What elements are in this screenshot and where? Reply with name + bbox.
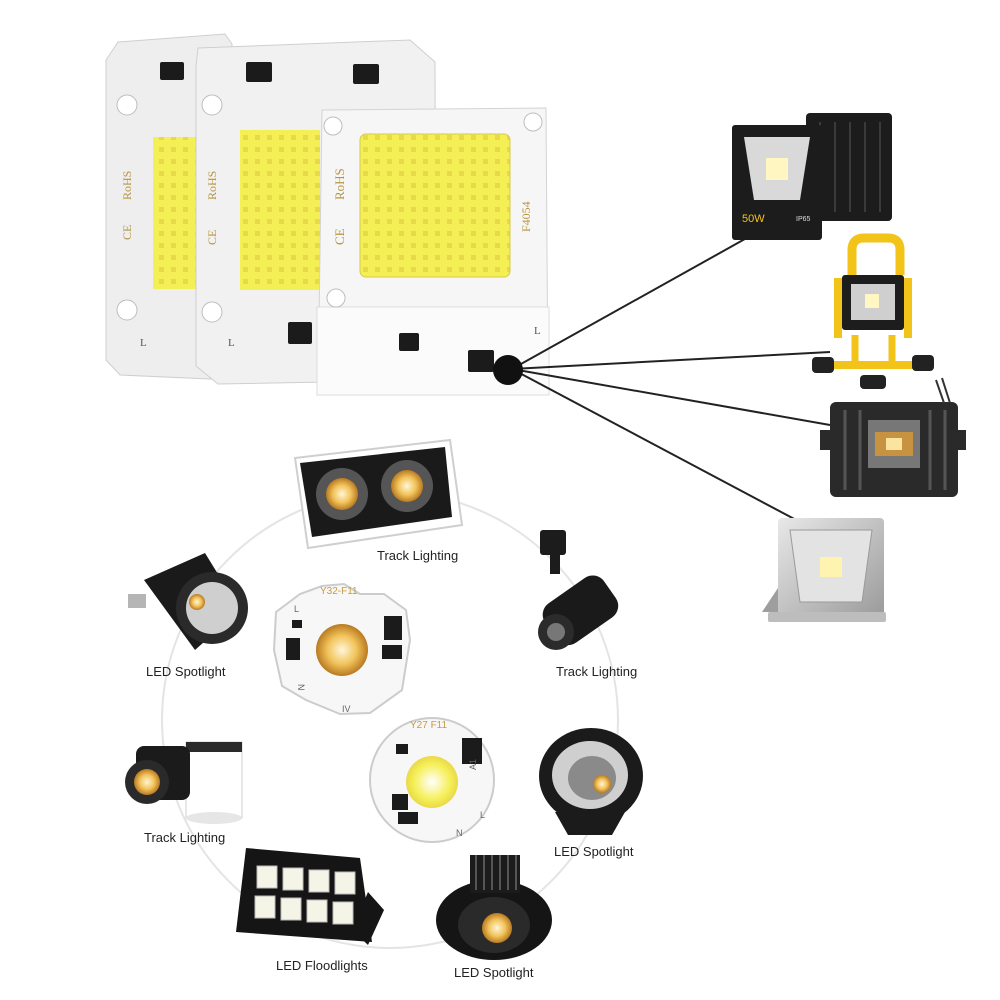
module-2-a1: A1 — [468, 759, 478, 770]
chip-ce-text: CE — [332, 228, 347, 245]
floodlight-rating: IP65 — [796, 216, 811, 223]
chip-rohs-text: RoHS — [120, 171, 134, 200]
module-2-l: L — [480, 810, 485, 820]
label-track-lighting-left: Track Lighting — [144, 830, 226, 845]
label-led-spotlight-right: LED Spotlight — [554, 844, 634, 859]
round-ac-module-1: Y32-F11 L N IV — [272, 582, 412, 716]
module-1-model: Y32-F11 — [320, 586, 358, 597]
connector-lines — [511, 224, 831, 531]
chip-ce-text: CE — [205, 230, 219, 245]
label-track-lighting-top: Track Lighting — [377, 548, 459, 563]
chip-rohs-text: RoHS — [332, 168, 347, 200]
round-ac-module-2: Y27 F11 A1 L N — [369, 717, 495, 843]
chip-l-text: L — [228, 337, 235, 349]
chip-ce-text: CE — [120, 225, 134, 240]
module-1-n: N — [296, 684, 306, 691]
chip-model-text: F4054 — [519, 201, 533, 232]
chip-rohs-text: RoHS — [205, 171, 219, 200]
cob-chip-front: RoHS CE F4054 L — [316, 107, 550, 396]
floodlight-wattage: 50W — [742, 213, 765, 225]
track-spot-right — [538, 530, 619, 650]
recessed-spot-right — [539, 728, 643, 835]
label-led-floodlights: LED Floodlights — [276, 958, 368, 973]
spot-cup-left — [128, 553, 248, 650]
chip-l-text: L — [140, 337, 147, 349]
label-led-spotlight-bottom: LED Spotlight — [454, 965, 534, 980]
module-1-iv: IV — [342, 704, 351, 714]
module-2-n: N — [456, 828, 463, 838]
module-2-model: Y27 F11 — [410, 720, 447, 731]
gimbal-spot-bottom — [436, 855, 552, 960]
track-cylinder-left — [125, 741, 243, 824]
twin-grille-light — [293, 438, 464, 550]
module-1-l: L — [294, 604, 299, 614]
array-floodlight — [236, 848, 384, 945]
connector-hub — [493, 355, 523, 385]
label-led-spotlight-left: LED Spotlight — [146, 664, 226, 679]
chip-l-text: L — [534, 325, 541, 337]
floodlight-50w: 50W IP65 — [732, 113, 892, 240]
floodlight-warm — [820, 377, 966, 497]
floodlight-silver — [762, 518, 886, 622]
portable-floodlight — [812, 233, 934, 389]
label-track-lighting-right: Track Lighting — [556, 664, 638, 679]
